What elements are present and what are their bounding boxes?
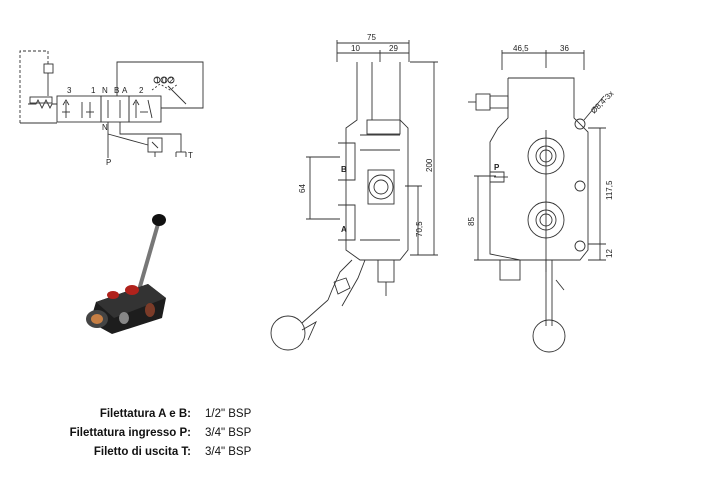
hydraulic-schematic — [19, 50, 204, 158]
dim-port-spacing: 64 — [298, 184, 307, 193]
dim-mount-spacing: 117,5 — [605, 180, 614, 200]
spec-row-p: Filettatura ingresso P: 3/4" BSP — [0, 427, 300, 446]
spec-row-ab: Filettatura A e B: 1/2" BSP — [0, 408, 300, 427]
dim-lower-height: 70,5 — [415, 221, 424, 237]
spec-label: Filetto di uscita T: — [93, 446, 191, 458]
position-label-1: 1 — [91, 86, 96, 95]
side-view-labels: 75 10 29 200 64 70,5 B A — [298, 33, 434, 237]
spec-value: 3/4" BSP — [205, 446, 252, 458]
schematic-port-t: T — [188, 151, 193, 160]
detent-number-1: 1 — [155, 76, 160, 85]
position-label-2: 2 — [139, 86, 144, 95]
dim-left-width: 46,5 — [513, 44, 529, 53]
position-label-n-top: N — [102, 86, 108, 95]
front-view-drawing — [468, 50, 606, 353]
dim-hole-diameter: Ø8,4-3x — [589, 89, 615, 115]
detent-number-0: 0 — [162, 76, 167, 85]
detent-number-2: 2 — [169, 76, 174, 85]
valve-product-image — [86, 214, 166, 334]
dim-width-top: 75 — [367, 33, 376, 42]
side-view-drawing — [270, 40, 438, 351]
position-label-n-bottom: N — [102, 123, 108, 132]
side-port-a: A — [341, 225, 347, 234]
dim-right-offset: 29 — [389, 44, 398, 53]
specs-table: Filettatura A e B: 1/2" BSP Filettatura … — [0, 408, 300, 465]
position-label-a: A — [122, 86, 128, 95]
position-label-3: 3 — [67, 86, 72, 95]
dim-inlet-height: 85 — [467, 217, 476, 226]
spec-label: Filettatura ingresso P: — [69, 427, 191, 439]
front-port-p: P — [494, 163, 500, 172]
position-label-b: B — [114, 86, 119, 95]
spec-value: 1/2" BSP — [205, 408, 252, 420]
side-port-b: B — [341, 165, 347, 174]
dim-right-width: 36 — [560, 44, 569, 53]
schematic-labels: 3 1 N B A 2 N P T 1 0 2 — [67, 76, 193, 167]
front-view-labels: 46,5 36 Ø8,4-3x 117,5 85 12 P — [467, 44, 616, 258]
spec-row-t: Filetto di uscita T: 3/4" BSP — [0, 446, 300, 465]
schematic-port-p: P — [106, 158, 111, 167]
dim-left-offset: 10 — [351, 44, 360, 53]
dim-height-total: 200 — [425, 158, 434, 172]
spec-label: Filettatura A e B: — [99, 408, 191, 420]
dim-bottom-offset: 12 — [605, 249, 614, 258]
spec-value: 3/4" BSP — [205, 427, 252, 439]
